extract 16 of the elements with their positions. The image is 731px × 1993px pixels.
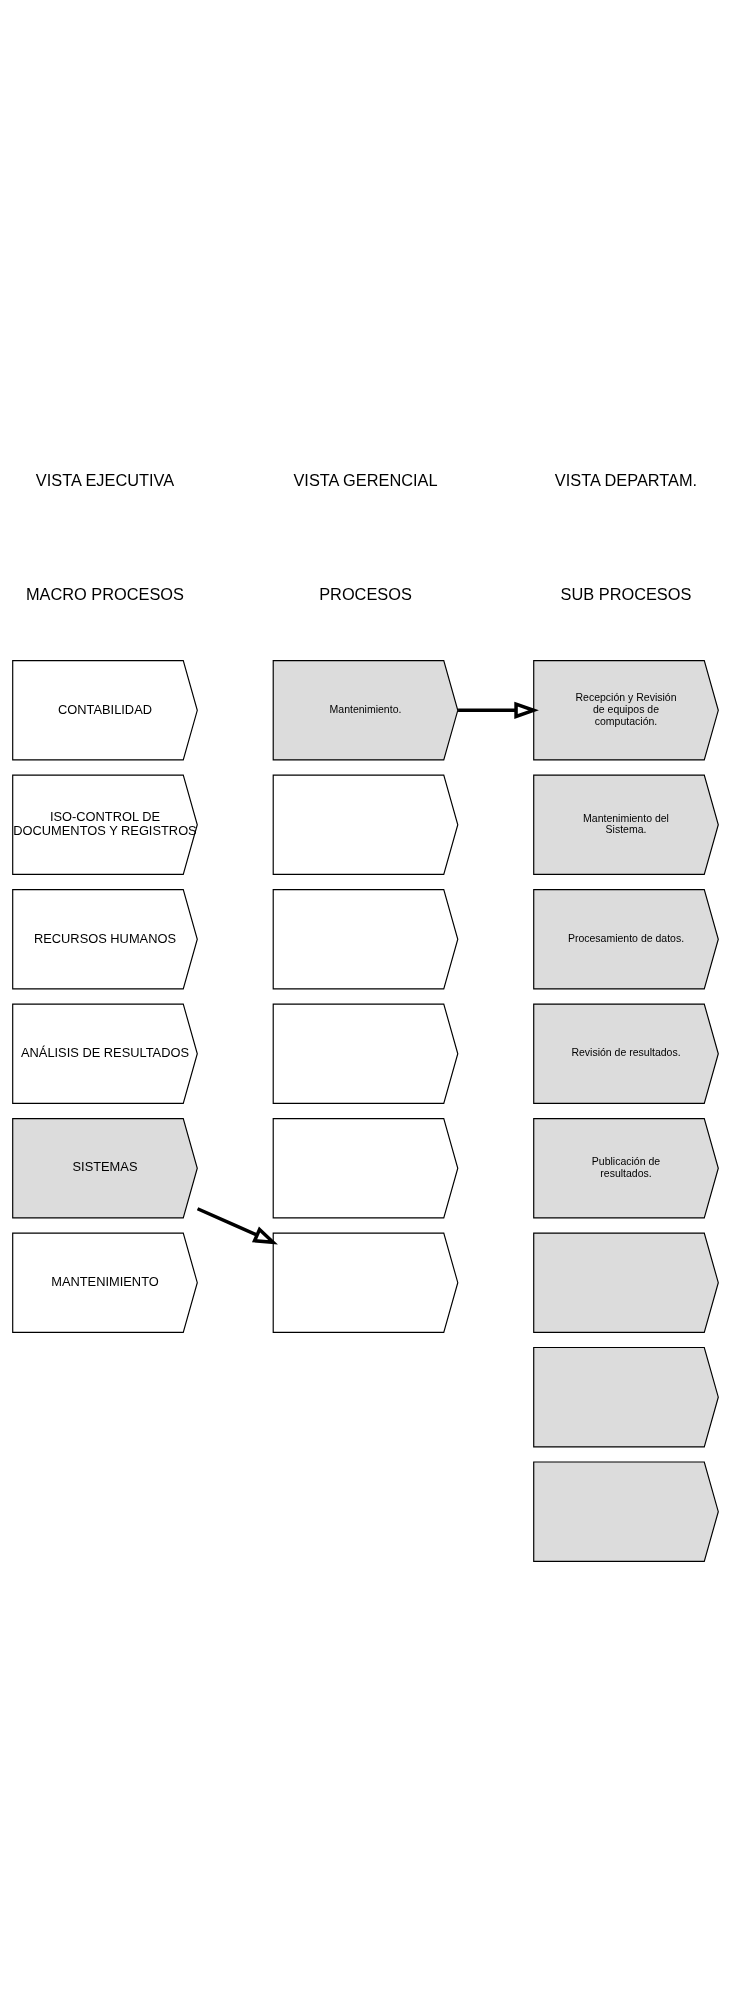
node-chevron	[272, 1118, 459, 1219]
node-chevron	[272, 774, 459, 875]
label: SUB PROCESOS	[560, 585, 692, 604]
node-chevron	[272, 1003, 459, 1104]
node-chevron	[533, 1461, 719, 1562]
label: VISTA GERENCIAL	[293, 470, 438, 489]
label: MACRO PROCESOS	[25, 585, 184, 604]
arrow	[196, 1207, 278, 1245]
node-chevron	[272, 889, 459, 990]
node-chevron	[533, 1232, 719, 1333]
node-chevron	[533, 1346, 719, 1448]
label: PROCESOS	[319, 585, 412, 604]
label: VISTA EJECUTIVA	[35, 470, 175, 489]
arrow	[458, 701, 539, 719]
label: VISTA DEPARTAM.	[554, 470, 698, 489]
node-chevron	[272, 1232, 459, 1333]
